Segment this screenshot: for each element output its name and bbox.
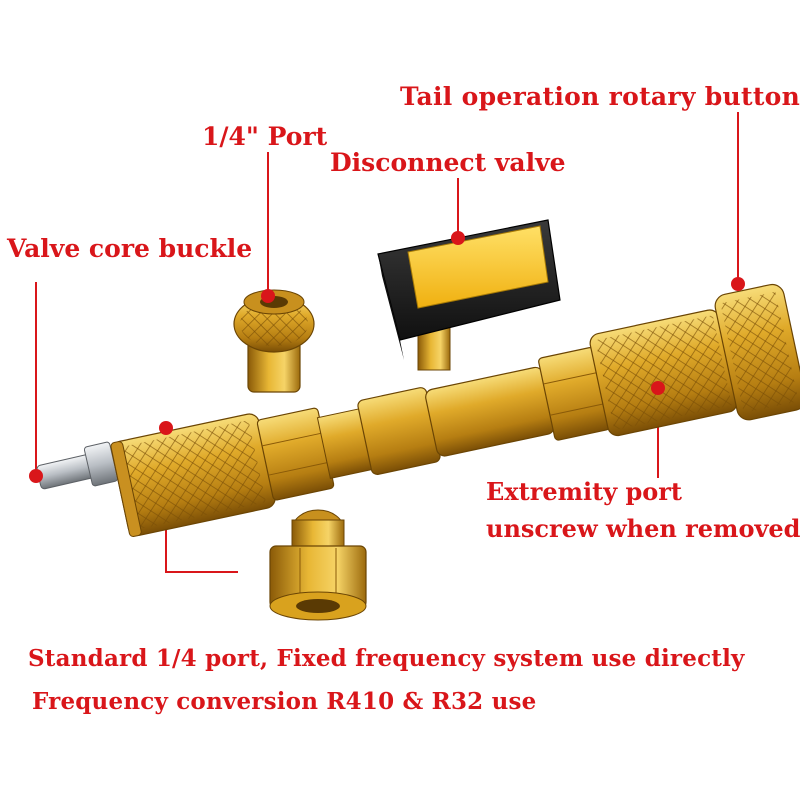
callout-dot [261,289,275,303]
callout-dot [451,231,465,245]
label-disconnect-valve: Disconnect valve [330,148,566,177]
label-extremity-port: Extremity port [486,477,683,506]
label-standard-port-note: Standard 1/4 port, Fixed frequency syste… [28,645,745,672]
valve-core-tip [36,441,119,490]
adapter-fitting-illustration [269,509,367,621]
callout-dot [651,381,665,395]
callout-dot [159,421,173,435]
label-quarter-port: 1/4" Port [202,122,328,151]
callout-dot [731,277,745,291]
tool-body [110,283,800,538]
label-frequency-conversion-note: Frequency conversion R410 & R32 use [32,688,537,715]
label-tail-button: Tail operation rotary button [400,82,800,111]
label-extremity-port-note: unscrew when removed [486,514,800,543]
disconnect-valve-handle [377,219,561,371]
callout-dot [29,469,43,483]
label-valve-core-buckle: Valve core buckle [7,234,253,263]
callout-dots [29,231,745,483]
quarter-port-fitting [233,289,315,393]
